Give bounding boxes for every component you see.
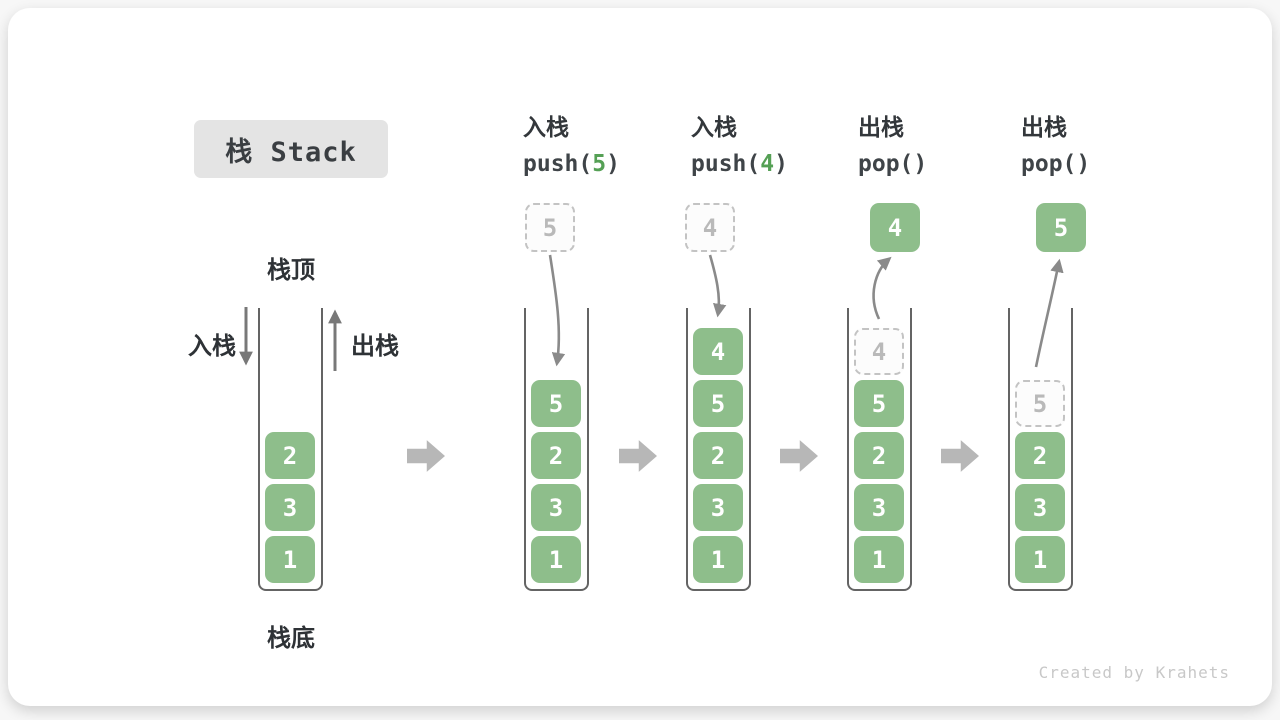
stack-item: 2: [854, 432, 904, 479]
op-label-push-5: 入栈 push(5): [523, 112, 703, 179]
stack-item: 3: [854, 484, 904, 531]
code-suffix: ): [606, 151, 620, 177]
op-label-pop-1: 出栈 pop(): [858, 112, 1038, 179]
op-label-pop-2: 出栈 pop(): [1021, 112, 1201, 179]
state-transition-arrow-icon: [407, 440, 445, 472]
stack-item: 3: [693, 484, 743, 531]
stack-item: 2: [531, 432, 581, 479]
push-4-motion-arrow-icon: [708, 254, 727, 318]
code-prefix: pop(): [1021, 151, 1091, 177]
stack-item: 5: [693, 380, 743, 427]
code-suffix: ): [774, 151, 788, 177]
stack-item-ghost: 5: [1015, 380, 1065, 427]
stack-bottom-label: 栈底: [267, 625, 315, 652]
state-transition-arrow-icon: [941, 440, 979, 472]
op-name: 入栈: [523, 114, 569, 140]
floating-value-dashed-5: 5: [525, 203, 575, 252]
state-transition-arrow-icon: [780, 440, 818, 472]
op-code: pop(): [858, 149, 1038, 179]
pop-direction-label: 出栈: [351, 333, 399, 360]
diagram-card: 栈 Stack 入栈 push(5) 入栈 push(4) 出栈 pop() 出…: [8, 8, 1272, 706]
floating-value-popped-4: 4: [870, 203, 920, 252]
op-code: push(4): [691, 149, 871, 179]
stack-item: 2: [693, 432, 743, 479]
floating-value-popped-5: 5: [1036, 203, 1086, 252]
state-transition-arrow-icon: [619, 440, 657, 472]
stack-item: 1: [1015, 536, 1065, 583]
diagram-title: 栈 Stack: [194, 120, 388, 178]
op-label-push-4: 入栈 push(4): [691, 112, 871, 179]
op-name: 入栈: [691, 114, 737, 140]
stack-item: 2: [1015, 432, 1065, 479]
op-code: push(5): [523, 149, 703, 179]
push-direction-label: 入栈: [188, 333, 236, 360]
stack-item: 3: [1015, 484, 1065, 531]
code-prefix: push(: [691, 151, 761, 177]
op-code: pop(): [1021, 149, 1201, 179]
stack-item: 3: [531, 484, 581, 531]
stack-item-ghost: 4: [854, 328, 904, 375]
op-name: 出栈: [1021, 114, 1067, 140]
stack-state-after-pop-5: 5 2 3 1: [1008, 308, 1073, 591]
stack-item: 5: [854, 380, 904, 427]
stack-state-after-push-4: 4 5 2 3 1: [686, 308, 751, 591]
stack-state-initial: 2 3 1: [258, 308, 323, 591]
stack-top-label: 栈顶: [267, 257, 315, 284]
code-arg: 4: [760, 151, 775, 177]
stack-state-after-push-5: 5 2 3 1: [524, 308, 589, 591]
stack-item: 4: [693, 328, 743, 375]
floating-value-dashed-4: 4: [685, 203, 735, 252]
code-prefix: push(: [523, 151, 593, 177]
watermark-credit: Created by Krahets: [1038, 663, 1230, 682]
stack-item: 1: [265, 536, 315, 583]
op-name: 出栈: [858, 114, 904, 140]
stack-state-after-pop-4: 4 5 2 3 1: [847, 308, 912, 591]
code-arg: 5: [592, 151, 607, 177]
stack-item: 1: [531, 536, 581, 583]
code-prefix: pop(): [858, 151, 928, 177]
stack-item: 3: [265, 484, 315, 531]
stack-item: 2: [265, 432, 315, 479]
stack-item: 1: [693, 536, 743, 583]
stack-item: 5: [531, 380, 581, 427]
stack-item: 1: [854, 536, 904, 583]
